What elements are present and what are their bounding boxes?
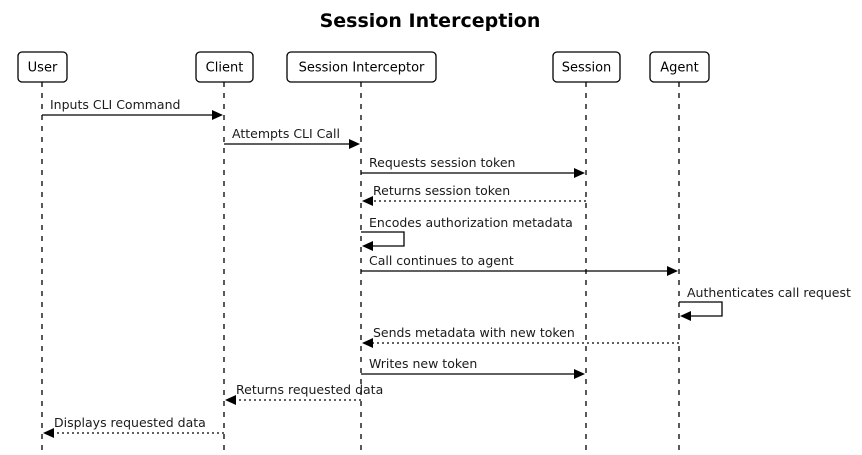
message-7[interactable]: Authenticates call request — [679, 285, 851, 321]
message-label-8: Sends metadata with new token — [373, 325, 575, 340]
message-label-1: Inputs CLI Command — [50, 97, 180, 112]
participant-label-user: User — [28, 61, 58, 76]
message-11[interactable]: Displays requested data — [43, 415, 224, 438]
arrowhead — [574, 168, 585, 178]
participant-label-session: Session — [562, 61, 612, 76]
arrowhead — [362, 241, 373, 251]
arrowhead — [43, 428, 54, 438]
message-label-9: Writes new token — [369, 356, 477, 371]
message-1[interactable]: Inputs CLI Command — [42, 97, 223, 120]
arrowhead — [680, 311, 691, 321]
message-6[interactable]: Call continues to agent — [361, 253, 678, 276]
message-label-6: Call continues to agent — [369, 253, 514, 268]
message-label-11: Displays requested data — [54, 415, 206, 430]
message-label-5: Encodes authorization metadata — [369, 215, 573, 230]
arrowhead — [225, 395, 236, 405]
message-label-3: Requests session token — [369, 155, 515, 170]
participant-boxes-group: User Client Session Interceptor Session Agen… — [17, 51, 710, 83]
message-label-2: Attempts CLI Call — [232, 126, 340, 141]
arrowhead — [212, 110, 223, 120]
arrowhead — [574, 369, 585, 379]
participant-box-agent[interactable] — [649, 51, 710, 83]
participant-box-session[interactable] — [552, 51, 621, 83]
participant-box-client[interactable] — [195, 51, 254, 83]
arrowhead — [667, 266, 678, 276]
participant-label-client: Client — [206, 61, 244, 76]
arrowhead — [362, 196, 373, 206]
participant-label-interceptor: Session Interceptor — [299, 61, 425, 76]
message-2[interactable]: Attempts CLI Call — [224, 126, 360, 149]
message-label-10: Returns requested data — [236, 382, 383, 397]
message-label-7: Authenticates call request — [687, 285, 851, 300]
message-5[interactable]: Encodes authorization metadata — [361, 215, 573, 251]
lifelines-group — [41, 82, 680, 452]
message-line-5 — [361, 231, 405, 247]
message-10[interactable]: Returns requested data — [225, 382, 383, 405]
arrowhead — [349, 139, 360, 149]
arrowhead — [362, 338, 373, 348]
message-8[interactable]: Sends metadata with new token — [362, 325, 679, 348]
message-4[interactable]: Returns session token — [362, 183, 586, 206]
message-line-7 — [679, 301, 723, 317]
participant-box-user[interactable] — [17, 51, 68, 83]
participant-label-agent: Agent — [660, 61, 698, 76]
message-9[interactable]: Writes new token — [361, 356, 585, 379]
message-3[interactable]: Requests session token — [361, 155, 585, 178]
diagram-title: Session Interception — [320, 10, 541, 32]
participant-box-interceptor[interactable] — [286, 51, 437, 83]
message-label-4: Returns session token — [373, 183, 510, 198]
